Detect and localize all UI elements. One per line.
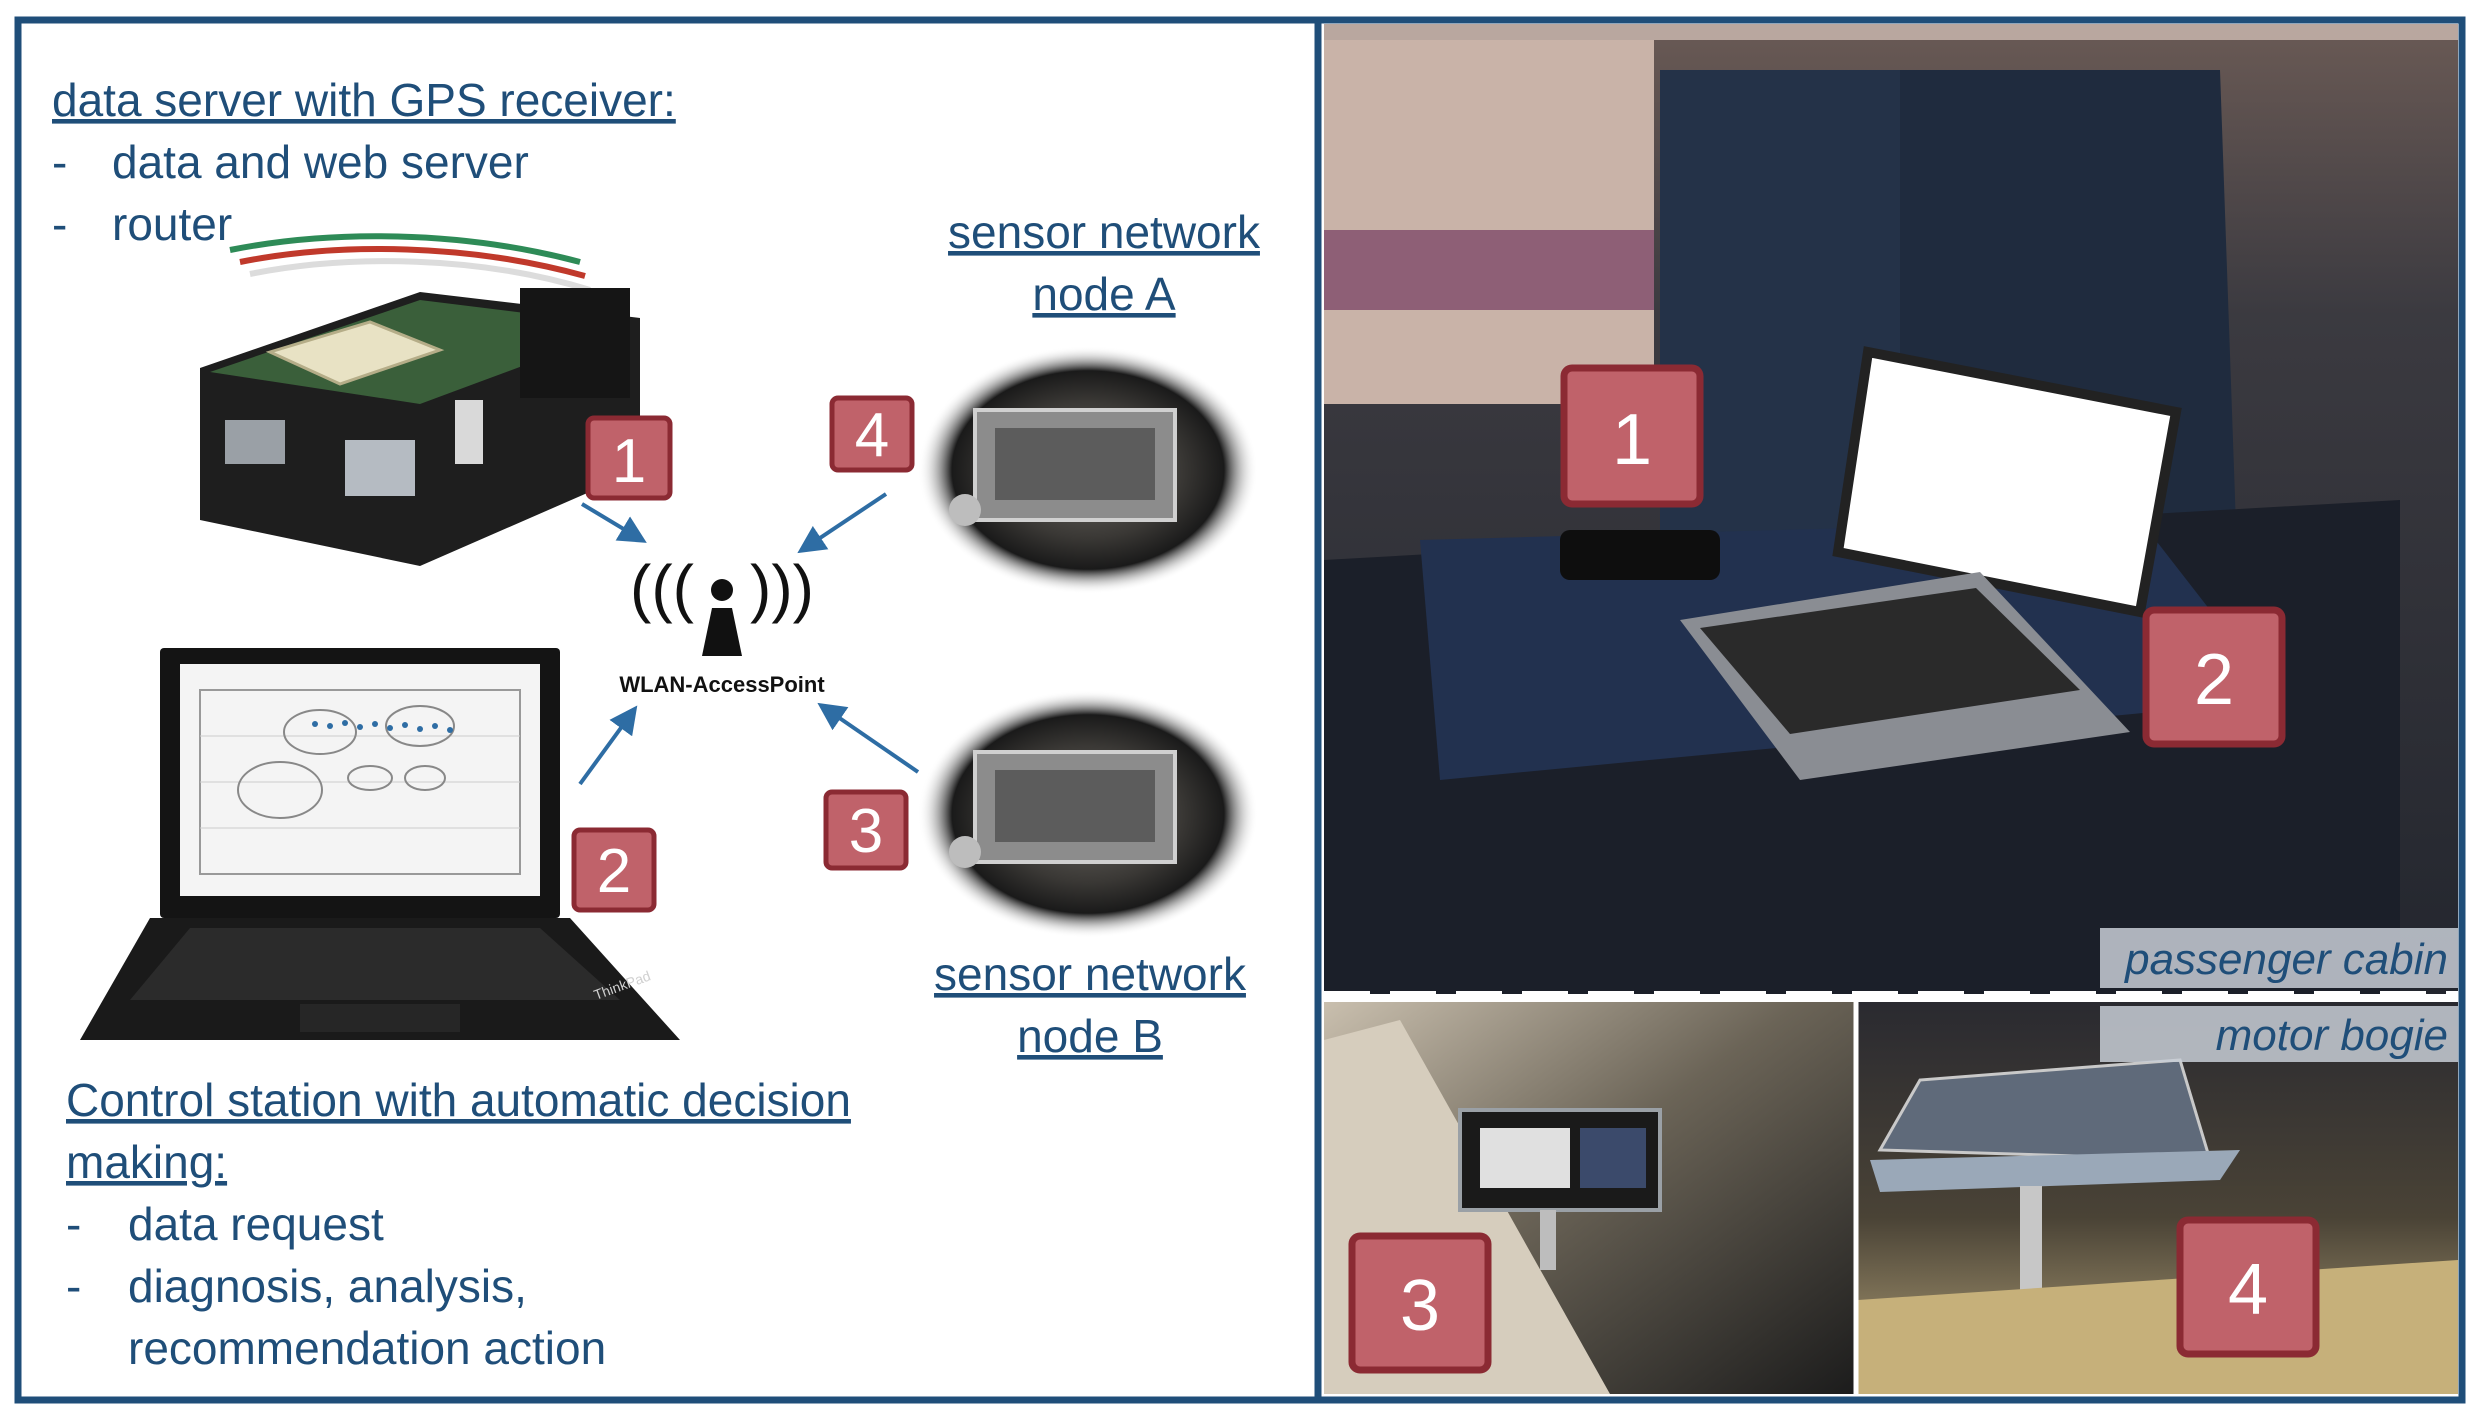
node-b-label-line1: sensor network (934, 948, 1247, 1000)
svg-text:4: 4 (855, 401, 889, 470)
wifi-waves-left-icon: ((( (630, 552, 694, 624)
svg-text:4: 4 (2228, 1250, 2268, 1330)
sensor-node-a-photo (918, 346, 1258, 594)
svg-text:3: 3 (849, 797, 883, 866)
server-item-bullet: - (52, 136, 67, 188)
wifi-waves-right-icon: ))) (750, 552, 814, 624)
node-a-label-line1: sensor network (948, 206, 1261, 258)
sensor-node-b-photo (918, 690, 1258, 938)
control-item-1: data request (128, 1198, 384, 1250)
badge-3-bogie: 3 (1348, 1232, 1492, 1374)
control-station-laptop: ThinkPad (80, 648, 680, 1040)
badge-2-cabin: 2 (2142, 606, 2286, 748)
data-server-device (200, 233, 640, 566)
badge-3-node-b: 3 (823, 789, 909, 871)
control-item-3: recommendation action (128, 1322, 606, 1374)
arrow-node-a-to-ap (797, 492, 888, 554)
control-heading-line2: making: (66, 1136, 227, 1188)
arrow-server-to-ap (580, 502, 647, 543)
svg-text:2: 2 (597, 837, 631, 906)
control-item-bullet: - (66, 1198, 81, 1250)
arrow-laptop-to-ap (578, 705, 638, 786)
access-point-label: WLAN-AccessPoint (619, 672, 825, 697)
server-item-2: router (112, 198, 232, 250)
svg-text:2: 2 (2194, 640, 2234, 720)
antenna-icon (711, 579, 733, 601)
outer-frame (14, 16, 2466, 1404)
left-panel: data server with GPS receiver: - data an… (52, 74, 1261, 1374)
motor-bogie-label: motor bogie (2216, 1011, 2448, 1060)
motor-bogie-band (2100, 1006, 2458, 1062)
badge-4-bogie: 4 (2176, 1216, 2320, 1358)
arrow-node-b-to-ap (817, 702, 920, 774)
passenger-cabin-photo (1324, 24, 2458, 994)
svg-text:1: 1 (612, 427, 646, 496)
server-item-1: data and web server (112, 136, 529, 188)
server-item-bullet: - (52, 198, 67, 250)
badge-4-node-a: 4 (829, 395, 915, 473)
control-item-2: diagnosis, analysis, (128, 1260, 527, 1312)
passenger-cabin-band (2100, 928, 2458, 988)
right-panel: 1 2 passenger cabin motor bogie (1324, 24, 2458, 1394)
motor-bogie-photo-left (1324, 1002, 1854, 1394)
wlan-access-point: ((( ))) WLAN-AccessPoint (619, 552, 825, 697)
control-item-bullet: - (66, 1260, 81, 1312)
passenger-cabin-label: passenger cabin (2123, 935, 2448, 984)
control-heading-line1: Control station with automatic decision (66, 1074, 851, 1126)
badge-2-laptop: 2 (571, 827, 657, 913)
svg-text:3: 3 (1400, 1266, 1440, 1346)
svg-text:1: 1 (1612, 400, 1652, 480)
node-b-label-line2: node B (1017, 1010, 1163, 1062)
badge-1-server: 1 (585, 415, 673, 501)
server-heading: data server with GPS receiver: (52, 74, 676, 126)
badge-1-cabin: 1 (1560, 364, 1704, 508)
node-a-label-line2: node A (1032, 268, 1176, 320)
